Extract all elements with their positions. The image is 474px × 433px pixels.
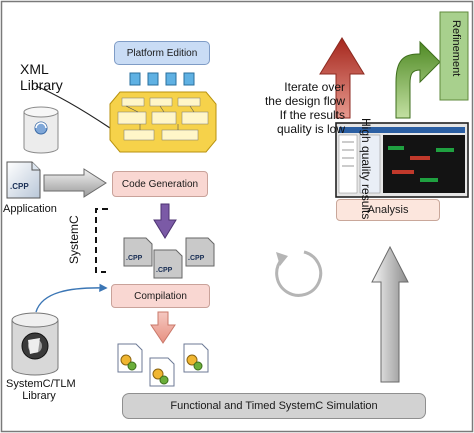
iterate-red-arrow bbox=[319, 37, 365, 119]
iteration-cycle-icon bbox=[275, 250, 323, 297]
refinement-label: Refinement bbox=[450, 20, 462, 77]
executable-icon-3 bbox=[183, 343, 209, 373]
analysis-box[interactable]: Analysis bbox=[336, 199, 440, 221]
analysis-label: Analysis bbox=[367, 204, 409, 216]
iterate-note: Iterate over the design flow If the resu… bbox=[264, 80, 345, 137]
compilation-label: Compilation bbox=[134, 290, 187, 302]
simulation-bar[interactable]: Functional and Timed SystemC Simulation bbox=[122, 393, 426, 419]
refinement-box-shape bbox=[439, 11, 469, 101]
application-to-codegen-arrow bbox=[43, 168, 107, 198]
xml-to-platform-line bbox=[35, 85, 111, 129]
code-generation-box[interactable]: Code Generation bbox=[112, 171, 208, 197]
systemc-tlm-library-label: SystemC/TLM Library bbox=[6, 378, 76, 403]
generated-cpp-file-2: .CPP bbox=[153, 249, 183, 279]
generated-cpp-file-1: .CPP bbox=[123, 237, 153, 267]
simulation-to-analysis-arrow bbox=[371, 245, 409, 383]
platform-schematic bbox=[109, 72, 217, 153]
high-quality-results-label: High quality results bbox=[359, 118, 373, 220]
library-to-compilation-link bbox=[35, 283, 108, 313]
systemc-label: SystemC bbox=[67, 215, 81, 264]
compilation-box[interactable]: Compilation bbox=[111, 284, 210, 308]
application-cpp-icon: .CPP bbox=[6, 161, 41, 199]
svg-text:.CPP: .CPP bbox=[126, 255, 143, 262]
code-generation-label: Code Generation bbox=[121, 178, 199, 190]
simulation-label: Functional and Timed SystemC Simulation bbox=[170, 400, 378, 412]
executable-icon-1 bbox=[117, 343, 143, 373]
analysis-screenshot bbox=[335, 122, 469, 198]
compilation-to-exe-arrow bbox=[150, 311, 176, 344]
systemc-tlm-library-icon bbox=[11, 312, 59, 376]
svg-text:.CPP: .CPP bbox=[156, 267, 173, 274]
platform-edition-box[interactable]: Platform Edition bbox=[114, 41, 210, 65]
svg-text:.CPP: .CPP bbox=[188, 255, 205, 262]
application-label: Application bbox=[3, 203, 57, 215]
xml-library-icon bbox=[23, 106, 59, 154]
systemc-bracket bbox=[95, 208, 108, 273]
executable-icon-2 bbox=[149, 357, 175, 387]
svg-text:.CPP: .CPP bbox=[10, 182, 29, 191]
platform-edition-label: Platform Edition bbox=[126, 47, 198, 59]
codegen-to-files-arrow bbox=[153, 203, 177, 239]
generated-cpp-file-3: .CPP bbox=[185, 237, 215, 267]
refinement-green-arrow bbox=[395, 40, 441, 119]
xml-library-label: XML Library bbox=[20, 61, 63, 93]
